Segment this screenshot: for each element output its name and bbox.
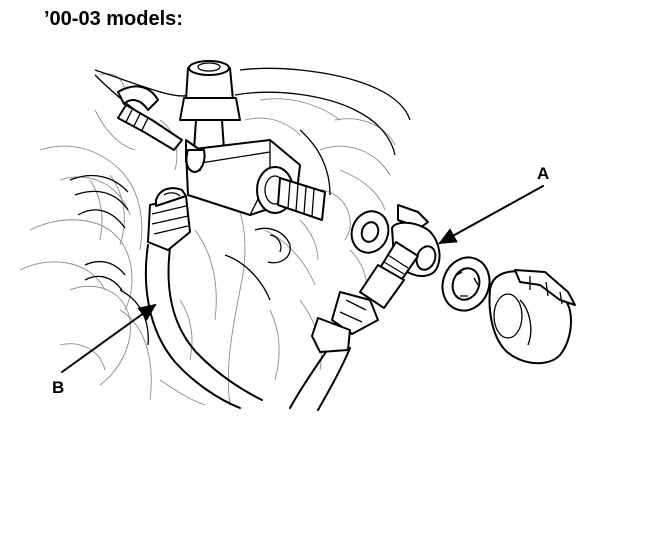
sealing-washer <box>350 210 390 254</box>
service-check-cap <box>488 269 576 365</box>
fuel-feed-hose-b <box>144 187 263 409</box>
vacuum-hose <box>117 85 183 151</box>
callout-a-label: A <box>537 164 549 183</box>
pressure-regulator <box>179 60 326 264</box>
callout-b-label: B <box>52 378 64 397</box>
fuel-return-hose <box>289 264 405 411</box>
callout-a: A <box>438 164 549 244</box>
callout-a-leader <box>438 185 544 244</box>
callout-b: B <box>52 303 157 397</box>
callout-b-leader <box>61 303 157 373</box>
lock-washer <box>441 256 491 312</box>
page-title: ’00-03 models: <box>44 8 183 30</box>
